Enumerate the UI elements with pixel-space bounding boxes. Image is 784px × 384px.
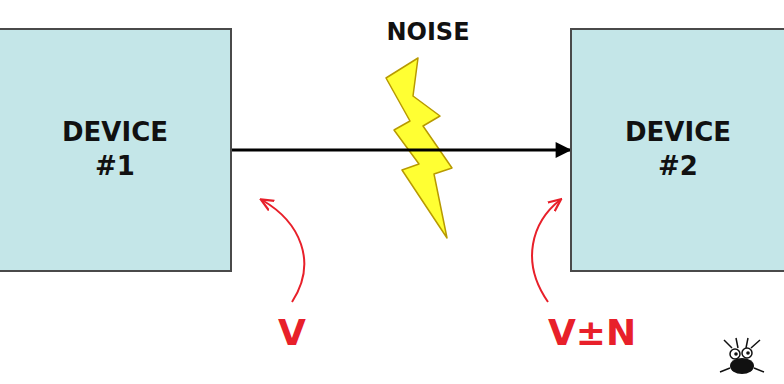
signal-wire [232,149,570,152]
lightning-bolt [386,58,452,238]
bug-icon [720,338,764,374]
device-box: DEVICE #1 [0,28,232,272]
leader-arrow [532,200,560,302]
leader-arrow [262,200,304,302]
device-box: DEVICE #2 [570,28,784,272]
device-name: DEVICE #2 [625,116,731,184]
signal-label: V [278,312,306,353]
signal-label: V±N [548,312,636,353]
device-name: DEVICE #1 [62,116,168,184]
noise-label: NOISE [386,18,469,46]
